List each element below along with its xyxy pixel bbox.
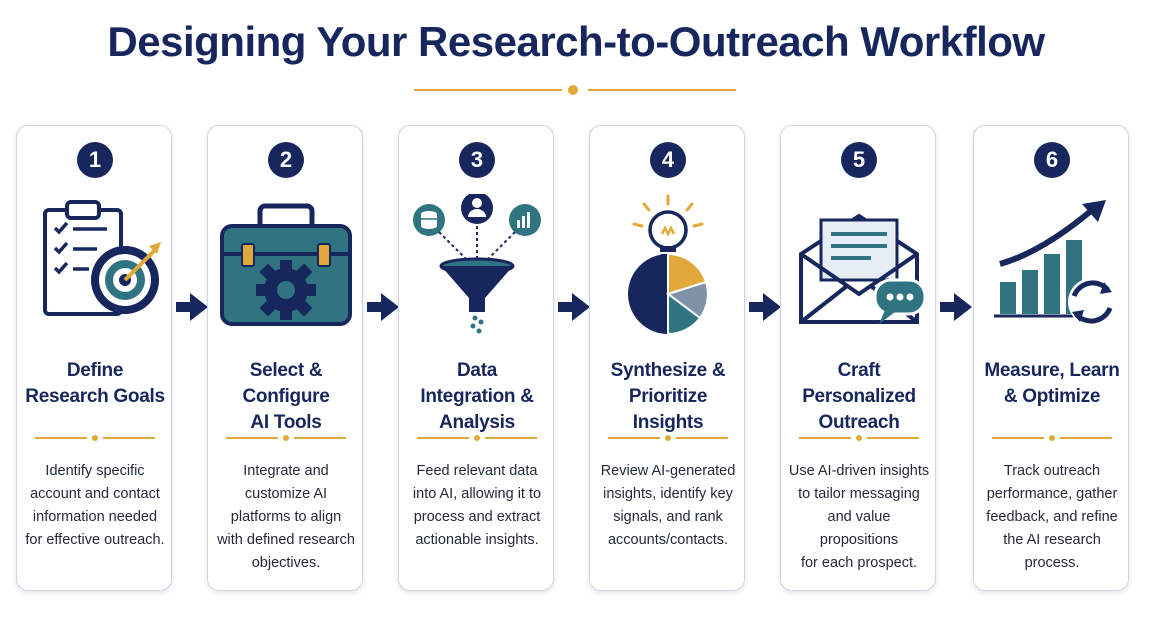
step-number-badge: 5 <box>841 142 877 178</box>
title-divider <box>414 82 736 98</box>
page-title: Designing Your Research-to-Outreach Work… <box>107 18 1045 65</box>
data-funnel-icon <box>407 194 547 334</box>
arrow-right-icon <box>556 290 592 324</box>
card-divider <box>799 433 919 443</box>
step-number-badge: 1 <box>77 142 113 178</box>
card-divider <box>35 433 155 443</box>
step-number-badge: 2 <box>268 142 304 178</box>
clipboard-target-icon <box>25 194 165 334</box>
arrow-right-icon <box>365 290 401 324</box>
toolbox-gear-icon <box>216 194 356 334</box>
arrow-right-icon <box>747 290 783 324</box>
arrow-right-icon <box>938 290 974 324</box>
step-title: Measure, Learn& Optimize <box>984 360 1120 407</box>
card-divider <box>992 433 1112 443</box>
lightbulb-pie-chart-icon <box>598 194 738 334</box>
card-divider <box>226 433 346 443</box>
card-divider <box>608 433 728 443</box>
card-divider <box>417 433 537 443</box>
step-number-badge: 4 <box>650 142 686 178</box>
growth-chart-cycle-icon <box>982 194 1122 334</box>
step-number-badge: 3 <box>459 142 495 178</box>
arrow-right-icon <box>174 290 210 324</box>
step-number-badge: 6 <box>1034 142 1070 178</box>
step-card-6: 6 Measure, Learn& Optimize Track outreac… <box>973 125 1129 591</box>
envelope-chat-icon <box>789 194 929 334</box>
